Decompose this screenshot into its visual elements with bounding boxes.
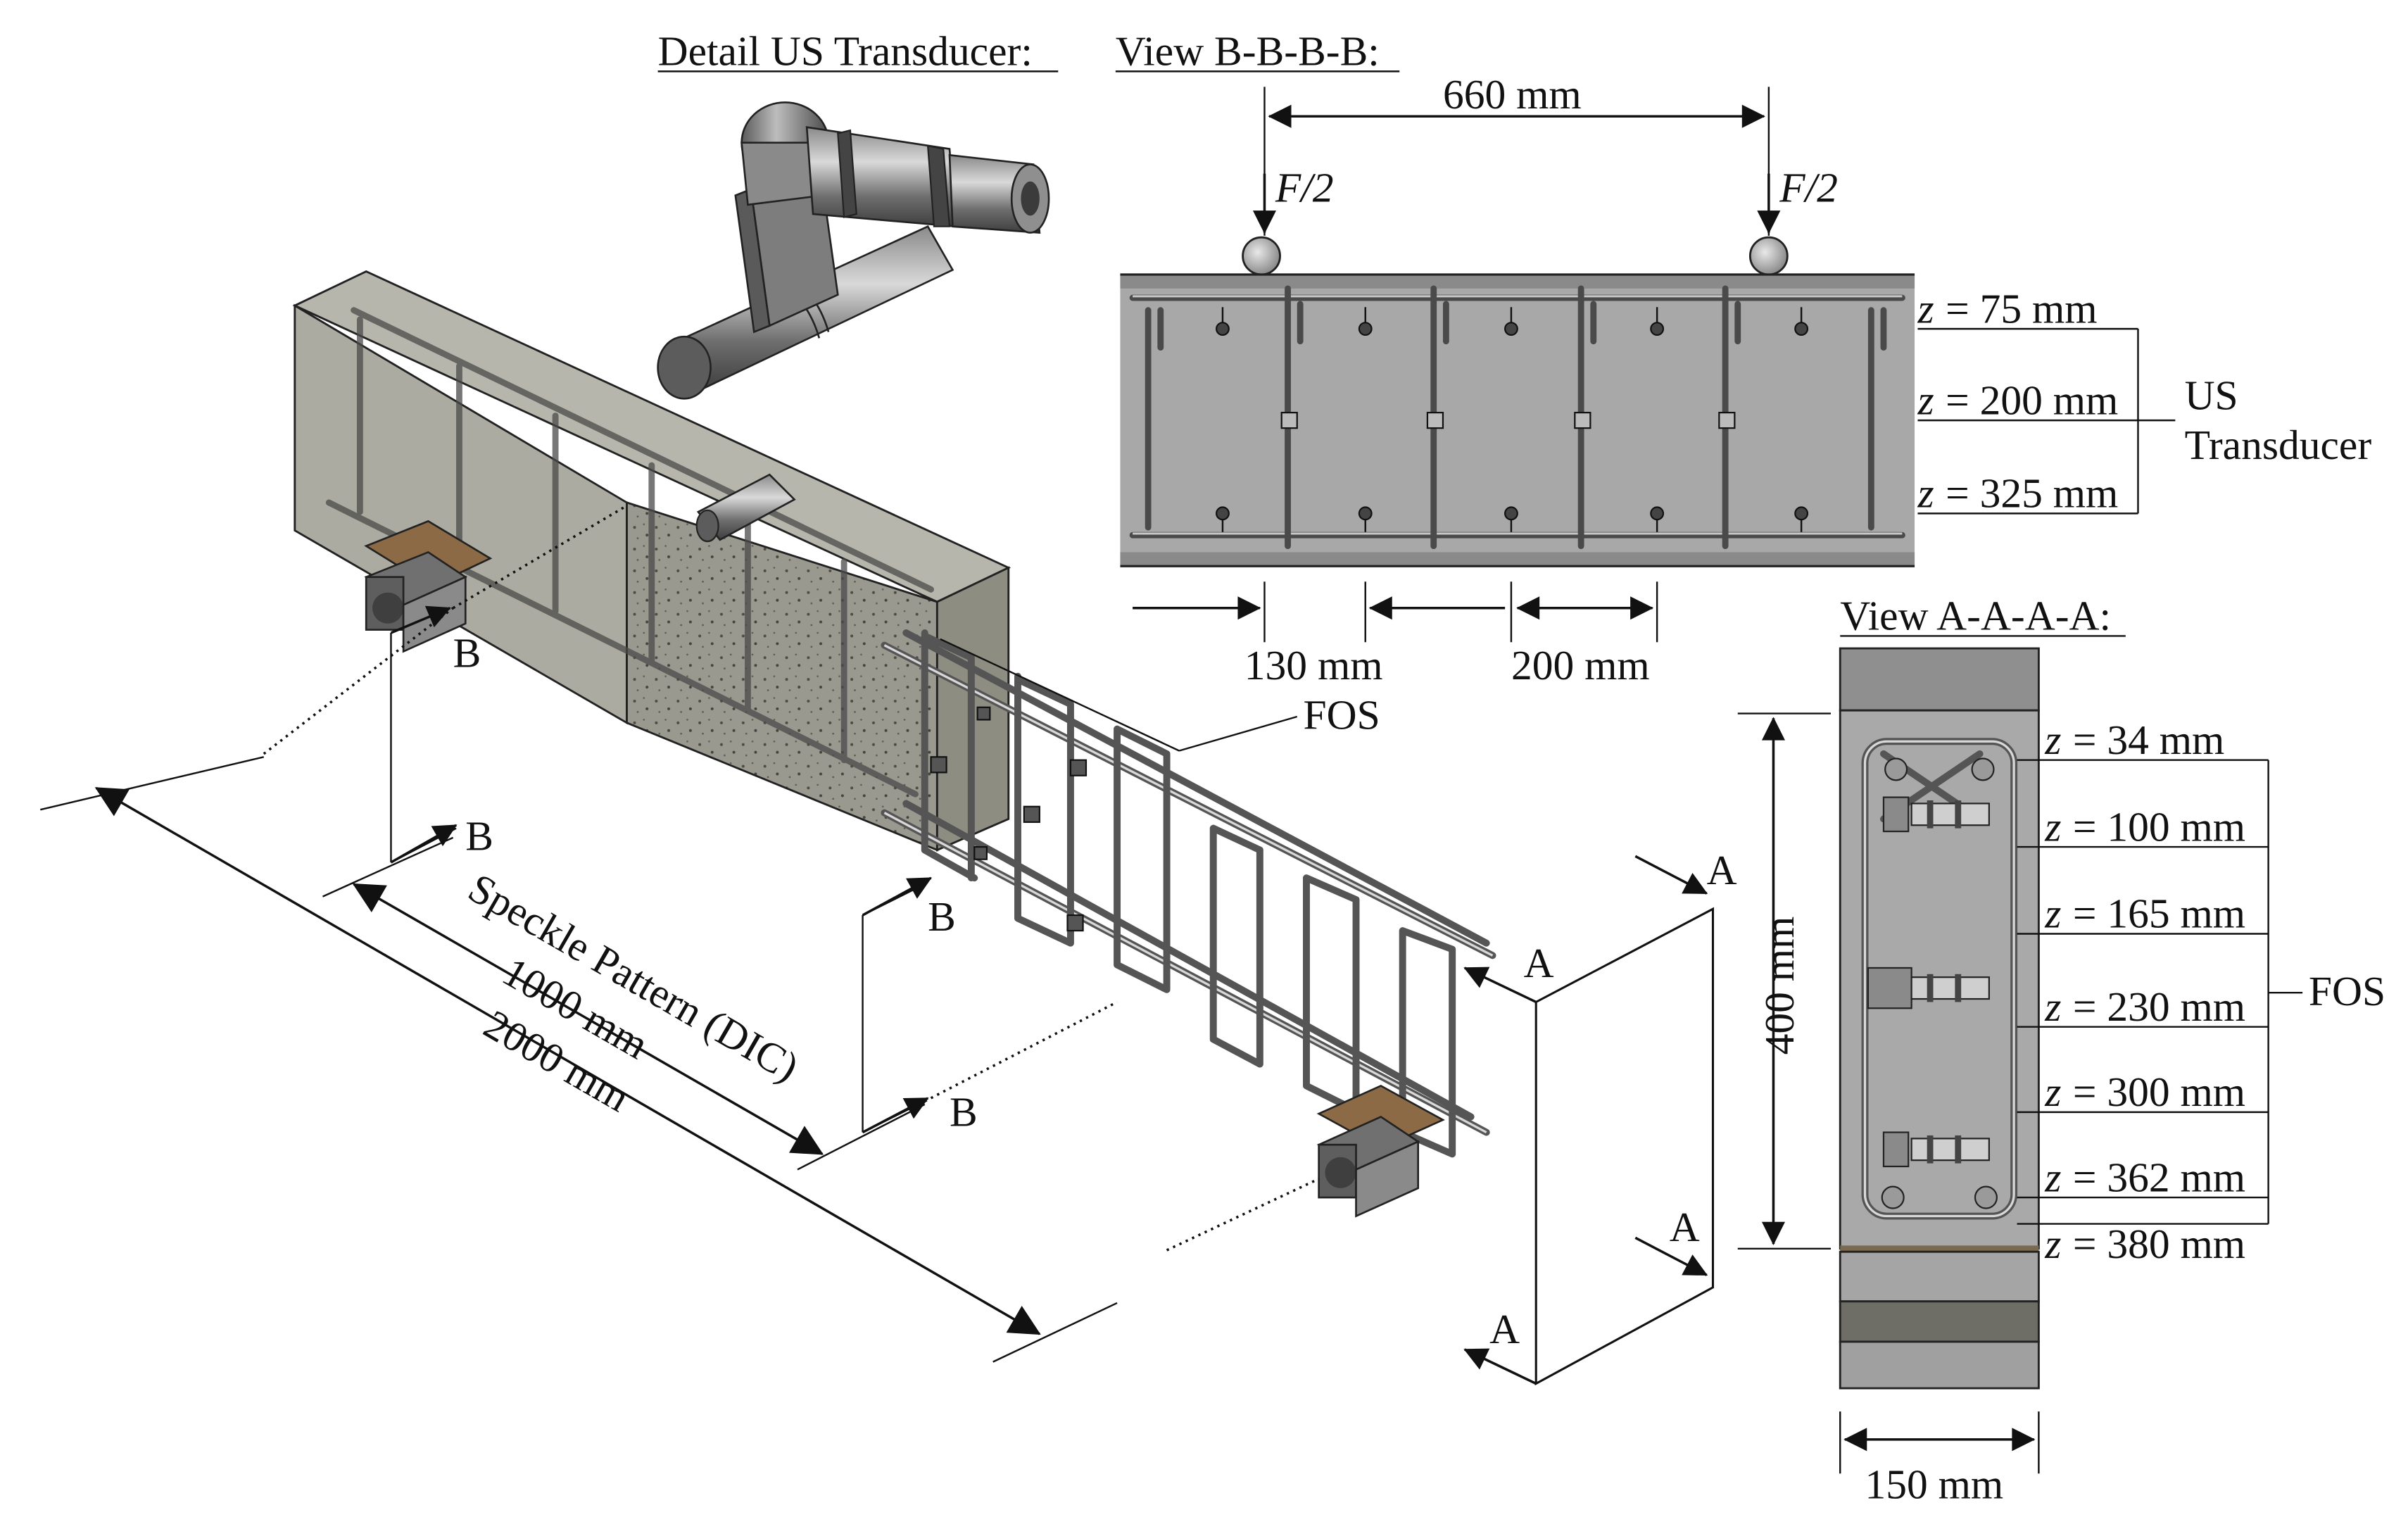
view-a-z-level-2: = 100 mm — [2073, 803, 2245, 850]
view-b-z-level-1: = 75 mm — [1946, 285, 2097, 332]
view-a-section: View A-A-A-A: — [1737, 593, 2385, 1508]
beam-fos-label: FOS — [1304, 692, 1380, 738]
view-b-z-level-3: = 325 mm — [1946, 470, 2118, 517]
dim-1000-ext-left — [322, 836, 454, 898]
width-dimension-label: 150 mm — [1865, 1461, 2004, 1508]
us-transducer-label-2: Transducer — [2185, 422, 2372, 468]
load-label-right: F/2 — [1779, 164, 1838, 210]
view-a-z-prefix-7: z — [2044, 1221, 2061, 1267]
view-a-z-prefix-1: z — [2044, 717, 2061, 763]
section-b-dotted-lower — [924, 1000, 1118, 1103]
ultrasonic-transducer-icon — [805, 126, 1050, 234]
view-b-section: View B-B-B-B: 660 mm F/2 F/2 — [1116, 28, 2371, 689]
transducer-rod-icon — [657, 225, 954, 400]
section-b-dotted-upper — [452, 504, 628, 610]
section-a-label-1: A — [1707, 847, 1737, 893]
load-label-left: F/2 — [1275, 164, 1334, 210]
section-a-label-4: A — [1489, 1306, 1520, 1352]
load-roller-left-icon — [1242, 236, 1281, 276]
transducers-middle-row — [1280, 412, 1736, 429]
view-b-z-prefix-2: z — [1917, 377, 1934, 423]
isometric-beam: FOS B B B B A A A — [40, 270, 1737, 1386]
view-a-transducer-middle-icon — [1867, 967, 1990, 1009]
dim-1000-line — [352, 883, 824, 1155]
section-b-label-3: B — [928, 893, 956, 940]
view-a-z-levels: z = 34 mm z = 100 mm z = 165 mm z = 230 … — [2017, 717, 2385, 1267]
dim-2000-ext-left — [40, 756, 265, 811]
transducers-top-row — [1216, 307, 1809, 336]
view-a-z-level-1: = 34 mm — [2073, 717, 2224, 763]
view-a-z-prefix-5: z — [2044, 1069, 2061, 1115]
section-a-label-3: A — [1670, 1204, 1700, 1250]
right-support-icon — [1316, 1084, 1445, 1218]
view-b-bottom-dimensions: 130 mm 200 mm — [1133, 581, 1658, 688]
view-a-title: View A-A-A-A: — [1840, 593, 2111, 639]
view-a-cross-section — [1839, 647, 2040, 1390]
fos-leader-line — [1178, 715, 1298, 752]
fos-path-line — [940, 638, 1180, 752]
view-b-z-prefix-3: z — [1917, 470, 1934, 517]
dotted-line-left — [263, 607, 454, 755]
view-a-fos-label: FOS — [2309, 968, 2385, 1014]
embedded-rebar — [325, 307, 934, 798]
section-b-label-1: B — [453, 630, 481, 676]
view-a-transducer-top-icon — [1882, 796, 1990, 833]
dim-1000-ext-right — [797, 1103, 926, 1171]
dim-200-label: 200 mm — [1511, 642, 1650, 688]
section-a-label-2: A — [1524, 940, 1554, 986]
section-b-label-2: B — [465, 813, 493, 860]
view-a-z-prefix-2: z — [2044, 803, 2061, 850]
view-b-z-levels: z = 75 mm z = 200 mm z = 325 mm US Trans… — [1917, 285, 2371, 516]
us-transducer-label-1: US — [2185, 372, 2238, 419]
view-a-z-level-7: = 380 mm — [2073, 1221, 2245, 1267]
span-dimension-label: 660 mm — [1443, 71, 1582, 118]
embedded-transducer-top-icon — [695, 473, 796, 543]
load-roller-right-icon — [1748, 236, 1789, 276]
dim-2000-ext-right — [992, 1302, 1118, 1363]
view-a-z-level-4: = 230 mm — [2073, 983, 2245, 1030]
view-b-beam-elevation — [1120, 273, 1915, 567]
view-b-z-prefix-1: z — [1917, 285, 1934, 332]
view-b-title: View B-B-B-B: — [1116, 28, 1380, 75]
view-b-z-level-2: = 200 mm — [1946, 377, 2118, 423]
view-a-transducer-bottom-icon — [1882, 1131, 1990, 1168]
view-a-z-level-5: = 300 mm — [2073, 1069, 2245, 1115]
transducer-detail-title: Detail US Transducer: — [658, 28, 1033, 75]
dim-130-label: 130 mm — [1244, 642, 1383, 688]
section-b-label-4: B — [950, 1089, 978, 1135]
view-a-z-prefix-3: z — [2044, 890, 2061, 937]
view-a-z-level-3: = 165 mm — [2073, 890, 2245, 937]
transducers-bottom-row — [1216, 506, 1809, 532]
view-a-z-level-6: = 362 mm — [2073, 1154, 2245, 1200]
view-a-z-prefix-6: z — [2044, 1154, 2061, 1200]
height-dimension-label: 400 mm — [1756, 917, 1803, 1055]
section-a-plane: A A A A — [1166, 847, 1737, 1386]
transducer-detail: Detail US Transducer: — [657, 28, 1059, 400]
section-a-dotted-lower — [1166, 1178, 1320, 1252]
view-a-z-prefix-4: z — [2044, 983, 2061, 1030]
